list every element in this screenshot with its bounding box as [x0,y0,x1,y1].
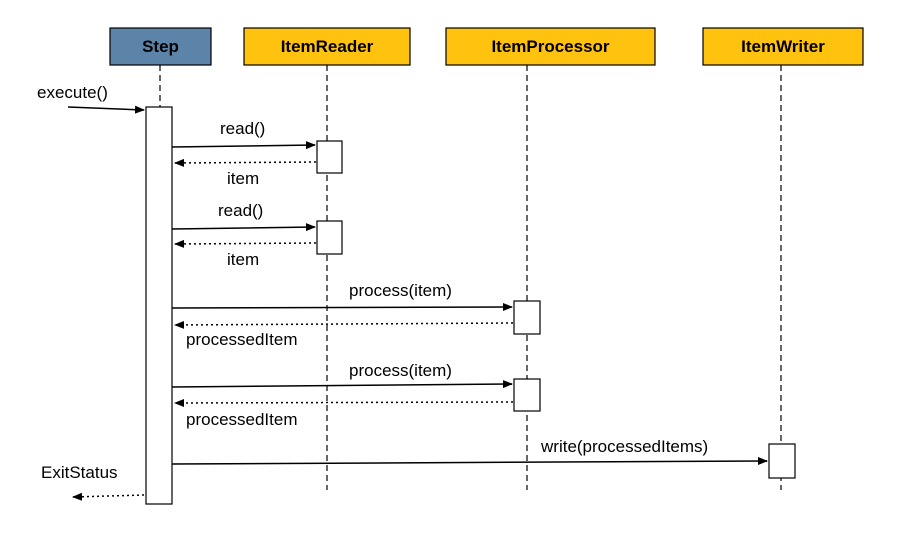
message-exit-status-arrow [72,492,145,501]
participant-item-processor-box [445,27,656,66]
participant-item-reader-label: ItemReader [281,37,374,56]
message-process-2-label: process(item) [349,361,452,380]
message-item-1-arrow [174,158,317,167]
message-processed-2-arrow [174,398,514,407]
activation-reader-2 [316,220,343,255]
activation-step [145,106,173,505]
participant-item-reader: ItemReader [243,27,411,66]
participant-step: Step [109,27,212,66]
message-write-arrow [171,457,768,466]
activation-processor-2 [513,378,541,412]
message-process-1-arrow [171,303,513,312]
participant-item-writer-label: ItemWriter [741,37,825,56]
participant-item-writer: ItemWriter [702,27,864,66]
participant-item-processor-label: ItemProcessor [491,37,609,56]
message-read-1-arrow [171,141,316,150]
participant-item-reader-box [243,27,411,66]
message-exit-status-label: ExitStatus [41,463,118,482]
message-execute-arrow [67,105,145,114]
message-write-label: write(processedItems) [540,437,708,456]
message-read-2-arrow [171,223,316,232]
participant-step-label: Step [142,37,179,56]
activation-writer [768,443,796,479]
message-process-2-arrow [171,380,513,389]
message-process-1-label: process(item) [349,281,452,300]
participant-step-box [109,27,212,66]
message-processed-1-arrow [174,320,514,329]
participant-item-processor: ItemProcessor [445,27,656,66]
participant-item-writer-box [702,27,864,66]
activation-reader-1 [316,140,343,174]
message-item-2-label: item [227,250,259,269]
message-read-1-label: read() [220,119,265,138]
message-processed-2-label: processedItem [186,410,298,429]
message-item-2-arrow [174,239,317,248]
message-execute-label: execute() [37,83,108,102]
message-read-2-label: read() [218,201,263,220]
activation-processor-1 [513,300,541,335]
message-processed-1-label: processedItem [186,330,298,349]
message-item-1-label: item [227,169,259,188]
